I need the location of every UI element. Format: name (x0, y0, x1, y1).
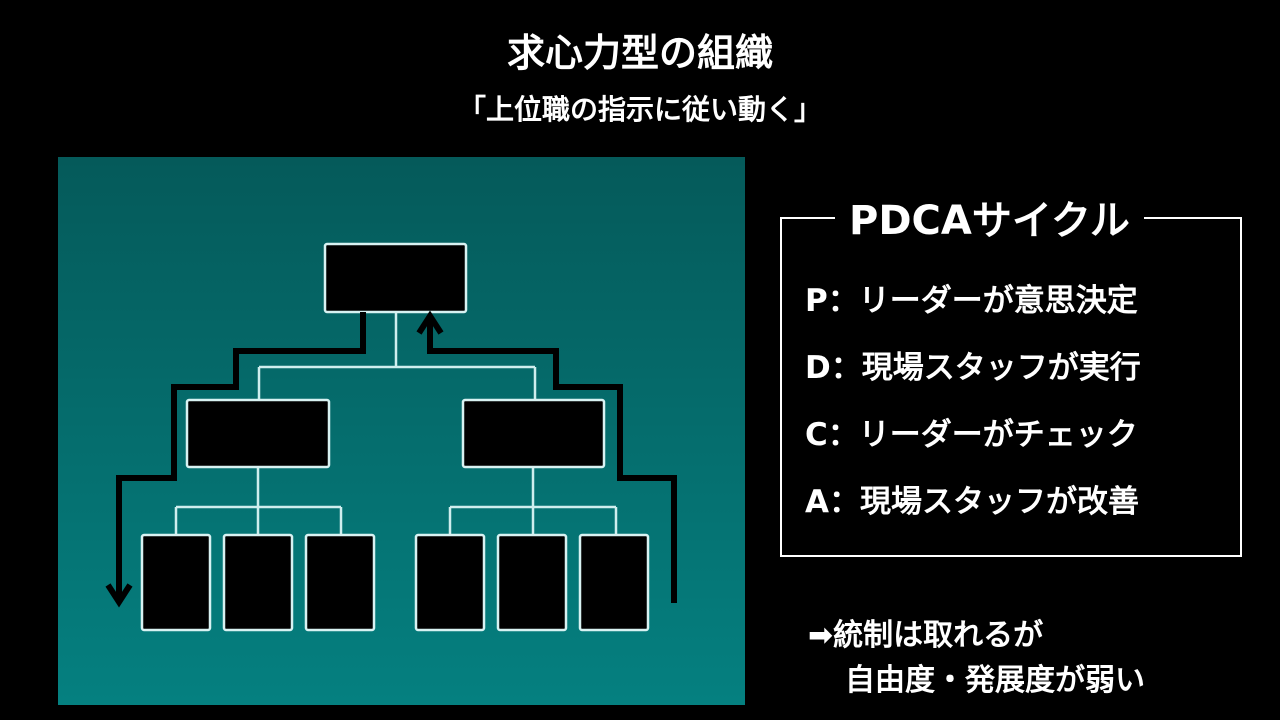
pdca-item-check: C：リーダーがチェック (805, 417, 1138, 453)
org-box-bottom (496, 533, 568, 632)
org-box-mid-right (461, 398, 606, 469)
connector-top (257, 312, 537, 400)
connectors (174, 312, 618, 535)
org-box-bottom (222, 533, 294, 632)
slide-title: 求心力型の組織 (506, 31, 773, 75)
org-box-bottom (414, 533, 486, 632)
slide-subtitle: 「上位職の指示に従い動く」 (457, 93, 822, 126)
pdca-item-do: D：現場スタッフが実行 (805, 350, 1141, 386)
org-box-top (323, 242, 468, 314)
org-box-bottom (140, 533, 212, 632)
arrow-head-up-icon (416, 310, 444, 335)
upward-flow-arrow (427, 318, 677, 603)
pdca-item-act: A：現場スタッフが改善 (805, 484, 1139, 520)
note-line-2: 自由度・発展度が弱い (845, 663, 1145, 698)
connector-right (448, 467, 618, 535)
org-box-mid-left (185, 398, 331, 469)
org-chart-diagram (58, 157, 745, 705)
connector-left (174, 467, 343, 535)
downward-flow-arrow (116, 312, 366, 600)
org-box-bottom (578, 533, 650, 632)
note-line-1: ➡統制は取れるが (808, 618, 1044, 653)
pdca-title: PDCAサイクル (835, 188, 1144, 246)
org-box-bottom (304, 533, 376, 632)
arrow-head-down-icon (105, 583, 133, 608)
pdca-item-plan: P：リーダーが意思決定 (805, 283, 1138, 319)
